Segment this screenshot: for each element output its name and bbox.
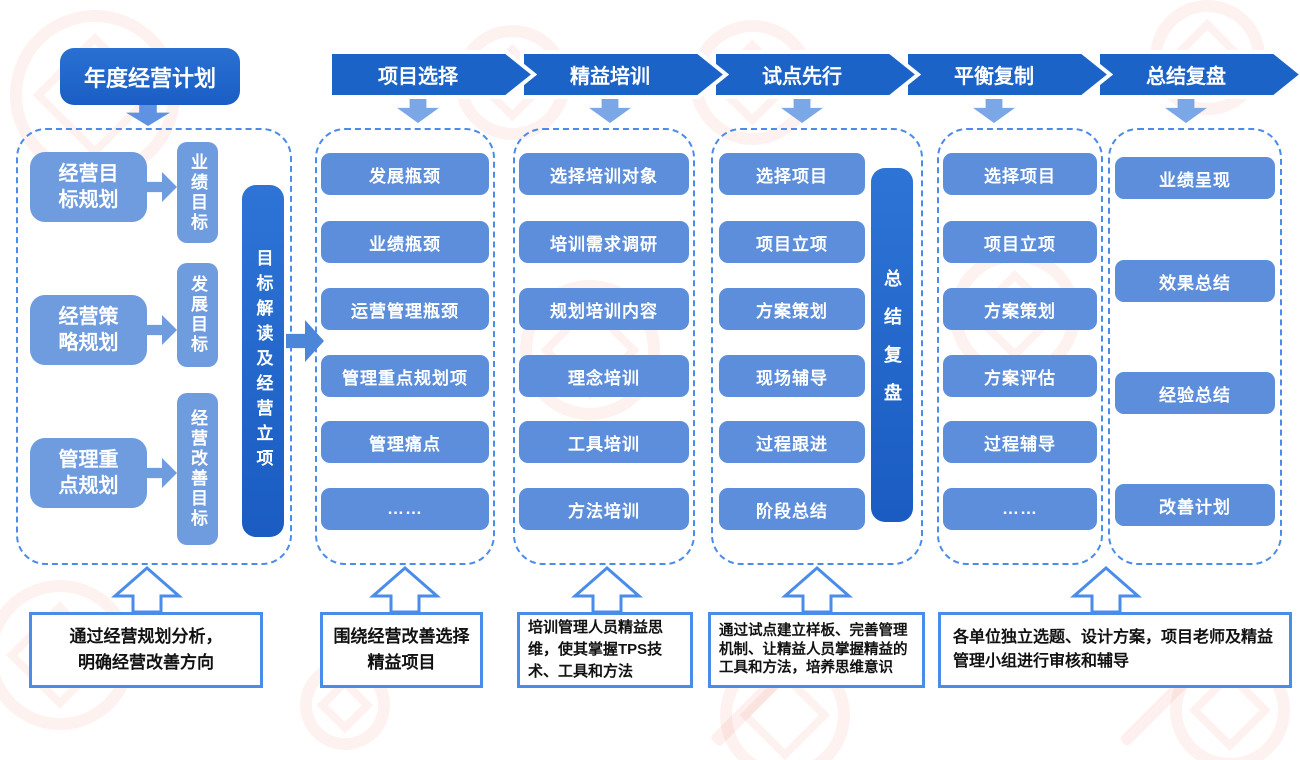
phase-panel-5 [1108,128,1282,565]
chevron-arrow-shape [1096,50,1300,99]
phase-panel-2 [513,128,695,565]
phase-label-2: 精益培训 [570,66,650,88]
chevron-arrow-shape [520,50,730,99]
goal-tab-2: 发展目标 [177,263,218,367]
item-box: 发展瓶颈 [321,153,489,195]
item-box: 选择项目 [719,153,865,195]
annual-plan-title: 年度经营计划 [60,48,240,105]
item-box: 改善计划 [1115,484,1275,526]
phase-label-4: 平衡复制 [954,66,1034,88]
item-box: 选择培训对象 [519,153,689,195]
item-box: 项目立项 [943,221,1097,263]
item-box: 运营管理瓶颈 [321,288,489,330]
note-box-phase-4: 各单位独立选题、设计方案，项目老师及精益管理小组进行审核和辅导 [938,612,1292,688]
plan-box-3: 管理重 点规划 [30,438,147,508]
item-box: 方法培训 [519,488,689,530]
note-box-annual-plan: 通过经营规划分析， 明确经营改善方向 [29,612,263,688]
item-box: …… [321,488,489,530]
phase-panel-4 [937,128,1103,565]
item-box: 过程跟进 [719,421,865,463]
phase-chevron-5 [1096,50,1300,99]
up-arrow-icon [1070,566,1142,613]
item-box: 选择项目 [943,153,1097,195]
goal-tab-1: 业绩目标 [177,142,218,243]
item-box: 理念培训 [519,355,689,397]
note-box-phase-1: 围绕经营改善选择 精益项目 [320,612,483,688]
item-box: 方案策划 [719,288,865,330]
up-arrow-icon [781,566,853,613]
item-box: 经验总结 [1115,372,1275,414]
phase-chevron-1 [328,50,538,99]
up-arrow-icon [369,566,441,613]
goal-interpretation-bar: 目标解读及经营立项 [242,185,284,537]
note-box-phase-2: 培训管理人员精益思维，使其掌握TPS技术、工具和方法 [517,612,693,688]
item-box: 阶段总结 [719,488,865,530]
item-box: 工具培训 [519,421,689,463]
up-arrow-icon [111,566,183,613]
chevron-arrow-shape [904,50,1114,99]
item-box: 过程辅导 [943,421,1097,463]
chevron-arrow-shape [712,50,922,99]
phase-label-3: 试点先行 [762,66,842,88]
item-box: 业绩呈现 [1115,157,1275,199]
phase-label-1: 项目选择 [378,66,458,88]
plan-box-1: 经营目 标规划 [30,152,147,222]
goal-tab-3: 经营改善目标 [177,393,218,545]
phase-label-5: 总结复盘 [1146,66,1226,88]
chevron-arrow-shape [328,50,538,99]
item-box: 方案策划 [943,288,1097,330]
item-box: 现场辅导 [719,355,865,397]
item-box: 效果总结 [1115,260,1275,302]
plan-box-2: 经营策 略规划 [30,295,147,365]
item-box: 业绩瓶颈 [321,221,489,263]
item-box: 管理痛点 [321,421,489,463]
phase-chevron-2 [520,50,730,99]
phase-chevron-4 [904,50,1114,99]
up-arrow-icon [571,566,643,613]
item-box: 项目立项 [719,221,865,263]
item-box: 规划培训内容 [519,288,689,330]
phase-chevron-3 [712,50,922,99]
item-box: 管理重点规划项 [321,355,489,397]
item-box: 培训需求调研 [519,221,689,263]
item-box: 方案评估 [943,355,1097,397]
phase-panel-3 [711,128,923,565]
item-box: …… [943,488,1097,530]
note-box-phase-3: 通过试点建立样板、完善管理机制、让精益人员掌握精益的工具和方法，培养思维意识 [708,612,925,688]
pilot-review-bar: 总结复盘 [871,168,913,522]
